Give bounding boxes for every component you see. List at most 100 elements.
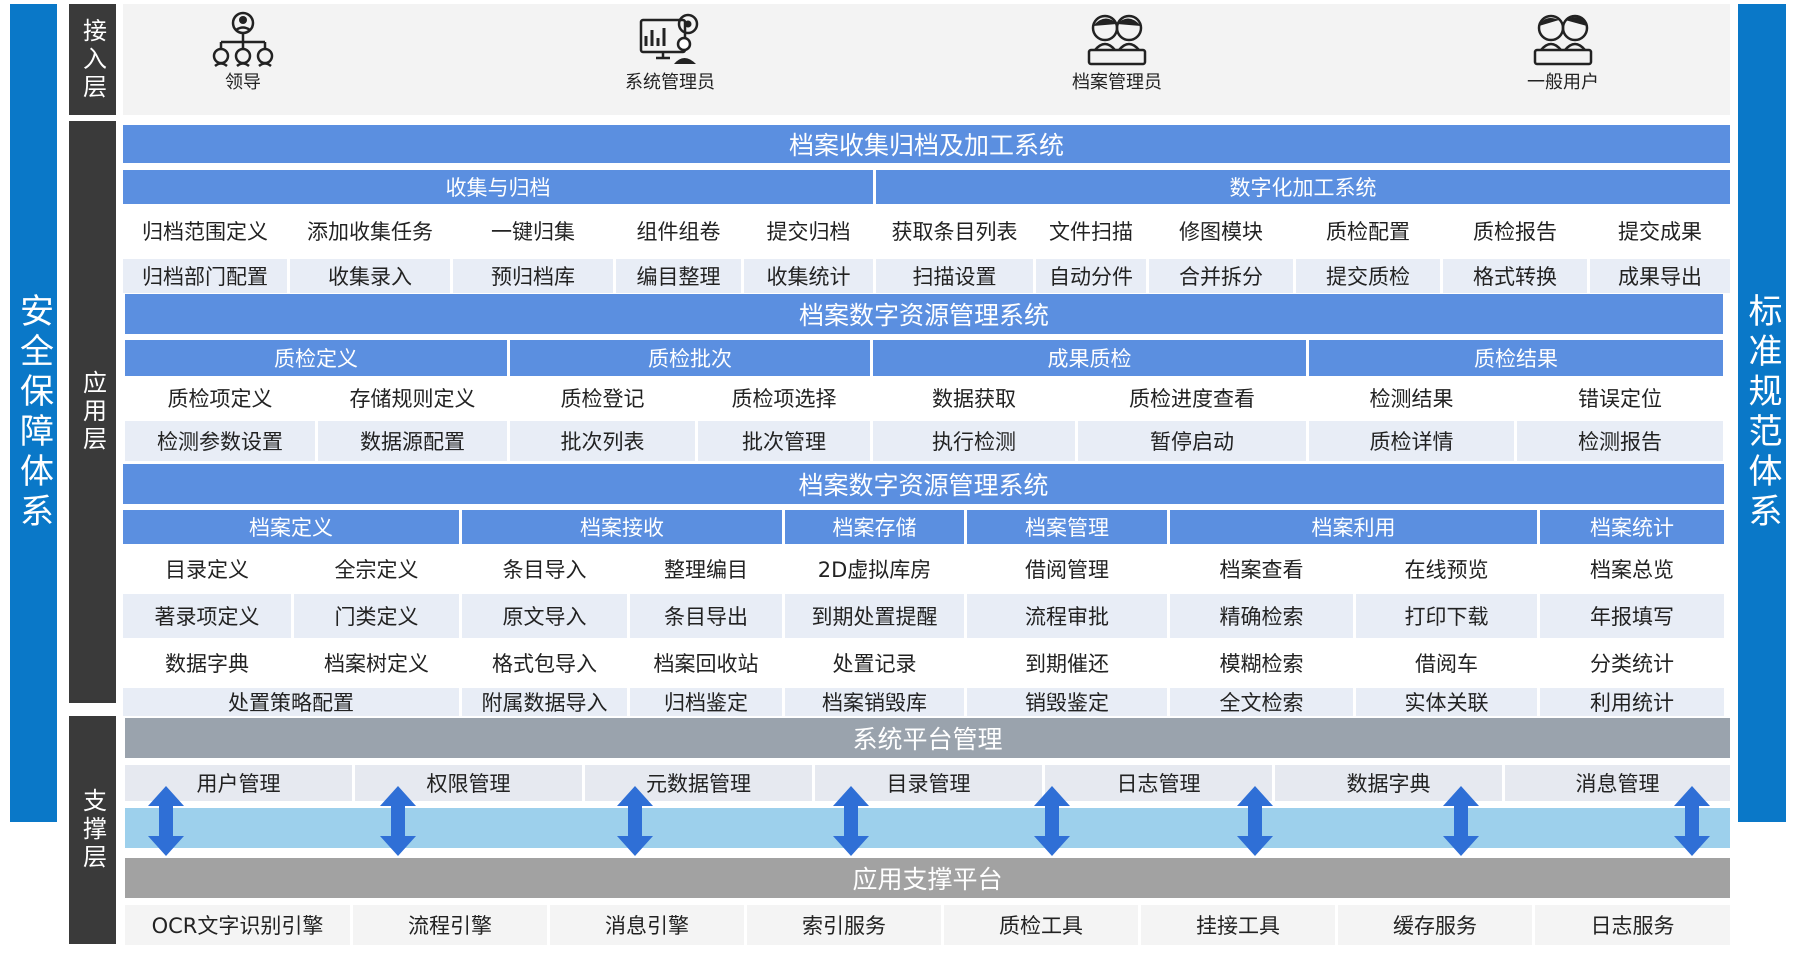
- left-pillar: 安全保障体系: [10, 4, 57, 822]
- module-cell[interactable]: 目录定义: [123, 547, 291, 591]
- support-item[interactable]: 流程引擎: [353, 905, 547, 945]
- module-cell[interactable]: 全文检索: [1170, 688, 1353, 716]
- module-cell[interactable]: 归档范围定义: [123, 206, 287, 256]
- module-cell[interactable]: 批次管理: [698, 421, 870, 461]
- user-sysadmin: 系统管理员: [605, 10, 735, 94]
- module-cell[interactable]: 模糊检索: [1170, 641, 1353, 685]
- module-cell[interactable]: 档案销毁库: [785, 688, 964, 716]
- module-cell[interactable]: 流程审批: [967, 594, 1167, 638]
- double-arrow-icon: [148, 786, 184, 856]
- platform-item[interactable]: 元数据管理: [585, 765, 812, 801]
- module-cell[interactable]: 附属数据导入: [462, 688, 627, 716]
- module-cell[interactable]: 借阅车: [1356, 641, 1537, 685]
- support-item[interactable]: 缓存服务: [1338, 905, 1532, 945]
- module-cell[interactable]: 质检项选择: [698, 378, 870, 418]
- sys3-group-head: 档案利用: [1170, 510, 1537, 544]
- module-cell[interactable]: 打印下载: [1356, 594, 1537, 638]
- module-cell[interactable]: 文件扫描: [1036, 206, 1146, 256]
- module-cell[interactable]: 提交质检: [1296, 259, 1440, 293]
- module-cell[interactable]: 提交成果: [1590, 206, 1730, 256]
- module-cell[interactable]: 年报填写: [1540, 594, 1724, 638]
- double-arrow-icon: [1034, 786, 1070, 856]
- module-cell[interactable]: 销毁鉴定: [967, 688, 1167, 716]
- module-cell[interactable]: 质检项定义: [125, 378, 315, 418]
- module-cell[interactable]: 收集录入: [290, 259, 450, 293]
- module-cell[interactable]: 条目导出: [630, 594, 782, 638]
- module-cell[interactable]: 修图模块: [1149, 206, 1293, 256]
- module-cell[interactable]: 批次列表: [510, 421, 695, 461]
- module-cell[interactable]: 质检详情: [1309, 421, 1514, 461]
- support-item[interactable]: 消息引擎: [550, 905, 744, 945]
- module-cell[interactable]: 原文导入: [462, 594, 627, 638]
- module-cell[interactable]: 质检登记: [510, 378, 695, 418]
- module-cell[interactable]: 归档部门配置: [123, 259, 287, 293]
- support-item[interactable]: 挂接工具: [1141, 905, 1335, 945]
- module-cell[interactable]: 合并拆分: [1149, 259, 1293, 293]
- module-cell[interactable]: 档案回收站: [630, 641, 782, 685]
- module-cell[interactable]: 分类统计: [1540, 641, 1724, 685]
- module-cell[interactable]: 精确检索: [1170, 594, 1353, 638]
- module-cell[interactable]: 条目导入: [462, 547, 627, 591]
- module-cell[interactable]: 扫描设置: [876, 259, 1033, 293]
- module-cell[interactable]: 归档鉴定: [630, 688, 782, 716]
- module-cell[interactable]: 数据获取: [873, 378, 1075, 418]
- module-cell[interactable]: 处置记录: [785, 641, 964, 685]
- support-item[interactable]: 索引服务: [747, 905, 941, 945]
- module-cell[interactable]: 质检进度查看: [1078, 378, 1306, 418]
- support-item[interactable]: 质检工具: [944, 905, 1138, 945]
- double-arrow-icon: [380, 786, 416, 856]
- sys2-group-head: 质检定义: [125, 340, 507, 376]
- module-cell[interactable]: 档案总览: [1540, 547, 1724, 591]
- module-cell[interactable]: 检测参数设置: [125, 421, 315, 461]
- module-cell[interactable]: 门类定义: [294, 594, 459, 638]
- module-cell[interactable]: 检测报告: [1517, 421, 1723, 461]
- module-cell[interactable]: 成果导出: [1590, 259, 1730, 293]
- module-cell[interactable]: 提交归档: [744, 206, 873, 256]
- right-pillar: 标准规范体系: [1738, 4, 1786, 822]
- module-cell[interactable]: 全宗定义: [294, 547, 459, 591]
- module-cell[interactable]: 收集统计: [744, 259, 873, 293]
- module-cell[interactable]: 档案树定义: [294, 641, 459, 685]
- sys3-group-head: 档案定义: [123, 510, 459, 544]
- sys3-group-head: 档案统计: [1540, 510, 1724, 544]
- platform-item[interactable]: 日志管理: [1045, 765, 1272, 801]
- sysadmin-icon: [639, 13, 699, 64]
- module-cell[interactable]: 存储规则定义: [318, 378, 507, 418]
- module-cell[interactable]: 2D虚拟库房: [785, 547, 964, 591]
- module-cell[interactable]: 质检报告: [1443, 206, 1587, 256]
- module-cell[interactable]: 著录项定义: [123, 594, 291, 638]
- archivist-icon: [1087, 14, 1147, 66]
- module-cell[interactable]: 一键归集: [453, 206, 613, 256]
- module-cell[interactable]: 错误定位: [1517, 378, 1723, 418]
- module-cell[interactable]: 实体关联: [1356, 688, 1537, 716]
- module-cell[interactable]: 数据源配置: [318, 421, 507, 461]
- module-cell[interactable]: 组件组卷: [616, 206, 741, 256]
- module-cell[interactable]: 质检配置: [1296, 206, 1440, 256]
- module-cell[interactable]: 格式包导入: [462, 641, 627, 685]
- module-cell[interactable]: 编目整理: [616, 259, 741, 293]
- support-item[interactable]: 日志服务: [1535, 905, 1730, 945]
- layer-application-label: 应用层: [78, 370, 107, 454]
- sys3-group-head: 档案存储: [785, 510, 964, 544]
- support-item[interactable]: OCR文字识别引擎: [125, 905, 350, 945]
- module-cell[interactable]: 处置策略配置: [123, 688, 459, 716]
- module-cell[interactable]: 数据字典: [123, 641, 291, 685]
- module-cell[interactable]: 执行检测: [873, 421, 1075, 461]
- module-cell[interactable]: 获取条目列表: [876, 206, 1033, 256]
- user-label: 一般用户: [1527, 72, 1599, 93]
- module-cell[interactable]: 预归档库: [453, 259, 613, 293]
- module-cell[interactable]: 格式转换: [1443, 259, 1587, 293]
- module-cell[interactable]: 档案查看: [1170, 547, 1353, 591]
- module-cell[interactable]: 利用统计: [1540, 688, 1724, 716]
- module-cell[interactable]: 添加收集任务: [290, 206, 450, 256]
- module-cell[interactable]: 到期催还: [967, 641, 1167, 685]
- module-cell[interactable]: 检测结果: [1309, 378, 1514, 418]
- module-cell[interactable]: 暂停启动: [1078, 421, 1306, 461]
- sys3-group-head: 档案管理: [967, 510, 1167, 544]
- module-cell[interactable]: 整理编目: [630, 547, 782, 591]
- module-cell[interactable]: 自动分件: [1036, 259, 1146, 293]
- module-cell[interactable]: 借阅管理: [967, 547, 1167, 591]
- module-cell[interactable]: 到期处置提醒: [785, 594, 964, 638]
- access-panel: [123, 4, 1730, 115]
- module-cell[interactable]: 在线预览: [1356, 547, 1537, 591]
